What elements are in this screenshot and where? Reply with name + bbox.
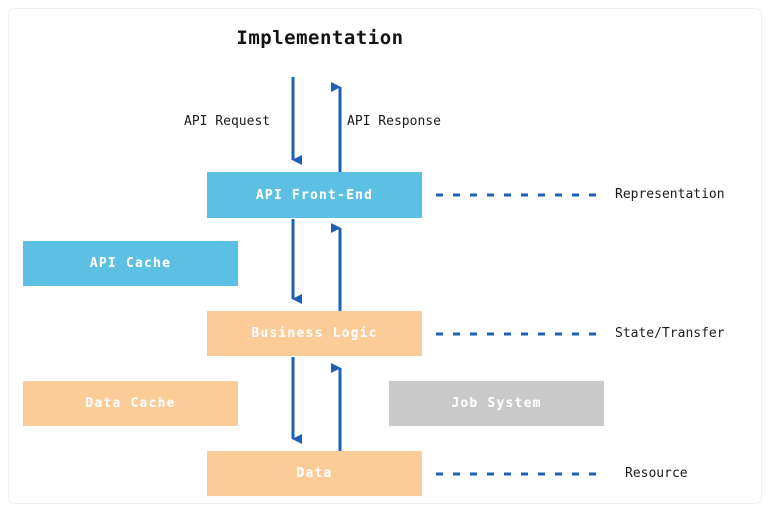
node-api-cache-label: API Cache: [89, 256, 172, 271]
node-api-cache[interactable]: API Cache: [23, 241, 238, 286]
node-job-system-label: Job System: [451, 396, 542, 411]
side-label-resource: Resource: [625, 466, 688, 481]
node-data[interactable]: Data: [207, 451, 422, 496]
edge-label-api-request: API Request: [184, 114, 271, 129]
node-job-system[interactable]: Job System: [389, 381, 604, 426]
node-data-cache[interactable]: Data Cache: [23, 381, 238, 426]
page-title: Implementation: [236, 27, 404, 49]
side-label-state-transfer: State/Transfer: [615, 326, 725, 341]
side-label-representation: Representation: [615, 187, 725, 202]
node-data-label: Data: [296, 466, 333, 481]
node-business-logic[interactable]: Business Logic: [207, 311, 422, 356]
node-api-front-end[interactable]: API Front-End: [207, 172, 422, 218]
node-business-logic-label: Business Logic: [251, 326, 378, 341]
node-data-cache-label: Data Cache: [85, 396, 176, 411]
edge-label-api-response: API Response: [347, 114, 441, 129]
node-api-front-end-label: API Front-End: [255, 187, 374, 203]
